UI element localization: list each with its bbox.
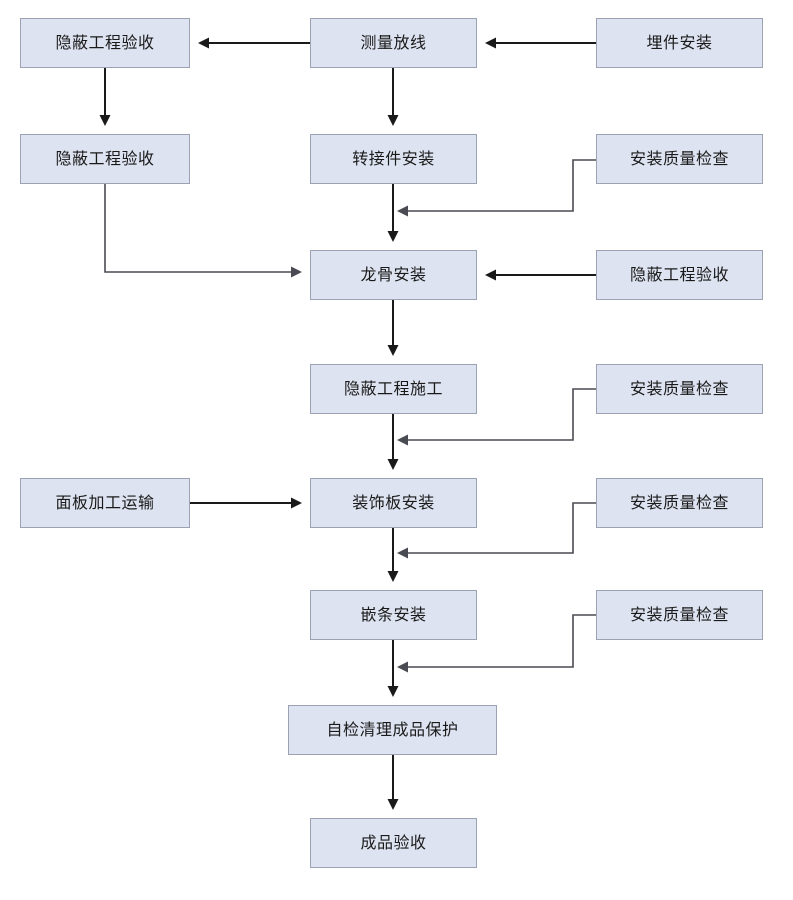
flow-edge-line: [407, 614, 596, 668]
flow-node-label: 龙骨安装: [360, 265, 427, 284]
arrow-head-icon: [387, 345, 399, 356]
flow-node-label: 装饰板安装: [352, 493, 435, 512]
arrow-head-icon: [397, 661, 408, 673]
flow-edge-e2: [198, 37, 310, 49]
flow-node-n11[interactable]: 面板加工运输: [20, 478, 190, 528]
flow-node-label: 埋件安装: [646, 33, 713, 52]
flow-edge-e12: [190, 497, 302, 509]
flow-edge-e1: [485, 37, 596, 49]
flow-node-label: 测量放线: [360, 33, 427, 52]
flow-edge-line: [407, 159, 596, 212]
flow-edge-e7: [485, 269, 596, 281]
flow-edge-e16: [387, 640, 399, 697]
arrow-head-icon: [387, 571, 399, 582]
flow-node-label: 安装质量检查: [629, 379, 729, 398]
flow-node-label: 安装质量检查: [629, 149, 729, 168]
flow-node-n13[interactable]: 安装质量检查: [596, 478, 763, 528]
flow-edge-e3: [99, 68, 111, 126]
flow-edge-e9: [387, 300, 399, 356]
flow-node-n12[interactable]: 装饰板安装: [310, 478, 477, 528]
flow-edge-e11: [387, 414, 399, 470]
flow-node-n1[interactable]: 隐蔽工程验收: [20, 18, 190, 68]
flow-edge-e4: [387, 68, 399, 126]
flow-node-n3[interactable]: 埋件安装: [596, 18, 763, 68]
flow-edge-e13: [397, 502, 596, 559]
arrow-head-icon: [485, 37, 496, 49]
flow-node-label: 转接件安装: [352, 149, 435, 168]
arrow-head-icon: [198, 37, 209, 49]
arrow-head-icon: [387, 231, 399, 242]
arrow-head-icon: [291, 497, 302, 509]
arrow-head-icon: [387, 459, 399, 470]
flow-node-label: 隐蔽工程验收: [55, 149, 155, 168]
arrow-head-icon: [387, 115, 399, 126]
arrow-head-icon: [99, 115, 111, 126]
flow-edge-line: [407, 388, 596, 441]
arrow-head-icon: [387, 799, 399, 810]
flow-edge-e15: [397, 614, 596, 673]
flow-node-label: 面板加工运输: [55, 493, 155, 512]
flow-edge-e14: [387, 528, 399, 582]
flow-node-label: 成品验收: [360, 833, 427, 852]
flow-edge-e17: [387, 755, 399, 810]
flow-edge-e10: [397, 388, 596, 446]
flow-node-label: 安装质量检查: [629, 493, 729, 512]
arrow-head-icon: [397, 434, 408, 446]
flow-node-n10[interactable]: 安装质量检查: [596, 364, 763, 414]
flow-node-label: 安装质量检查: [629, 605, 729, 624]
flow-node-label: 嵌条安装: [360, 605, 427, 624]
flow-node-n9[interactable]: 隐蔽工程施工: [310, 364, 477, 414]
flow-edge-e6: [387, 184, 399, 242]
flow-node-n6[interactable]: 安装质量检查: [596, 134, 763, 184]
arrow-head-icon: [397, 205, 408, 217]
flow-node-label: 隐蔽工程验收: [55, 33, 155, 52]
flow-edge-e8: [104, 184, 302, 278]
flow-node-label: 隐蔽工程施工: [343, 379, 443, 398]
flow-node-n2[interactable]: 测量放线: [310, 18, 477, 68]
flow-node-label: 隐蔽工程验收: [629, 265, 729, 284]
flow-edge-line: [407, 502, 596, 554]
flow-node-label: 自检清理成品保护: [326, 720, 459, 739]
flow-node-n15[interactable]: 安装质量检查: [596, 590, 763, 640]
flow-node-n5[interactable]: 转接件安装: [310, 134, 477, 184]
flow-edge-line: [104, 184, 292, 273]
arrow-head-icon: [397, 547, 408, 559]
flow-edge-e5: [397, 159, 596, 217]
flow-node-n7[interactable]: 龙骨安装: [310, 250, 477, 300]
flow-node-n16[interactable]: 自检清理成品保护: [288, 705, 497, 755]
flow-node-n8[interactable]: 隐蔽工程验收: [596, 250, 763, 300]
arrow-head-icon: [485, 269, 496, 281]
flow-node-n14[interactable]: 嵌条安装: [310, 590, 477, 640]
arrow-head-icon: [291, 266, 302, 278]
flow-node-n17[interactable]: 成品验收: [310, 818, 477, 868]
flow-node-n4[interactable]: 隐蔽工程验收: [20, 134, 190, 184]
arrow-head-icon: [387, 686, 399, 697]
